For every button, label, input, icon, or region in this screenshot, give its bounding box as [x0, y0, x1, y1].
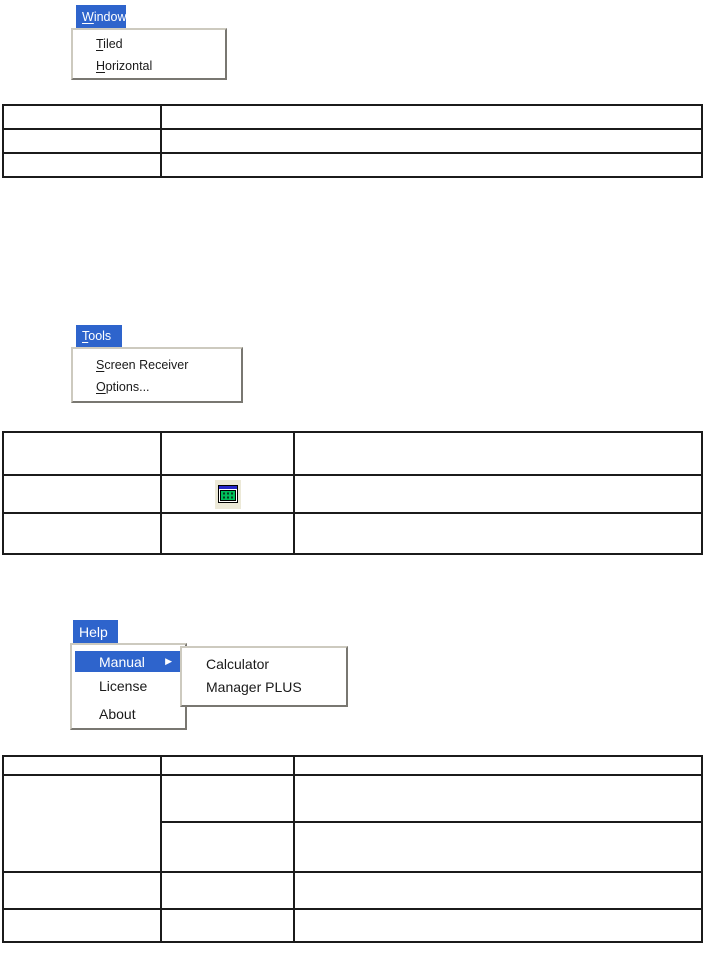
menu-item-manager-plus: Manager PLUS [206, 679, 302, 695]
table-row [2, 774, 703, 873]
submenu-arrow-icon: ▶ [165, 656, 172, 666]
menu-item-tiled: Tiled [96, 37, 123, 51]
cell [160, 474, 295, 514]
cell [293, 774, 703, 823]
table-row [3, 821, 703, 873]
cell [160, 821, 295, 873]
cell [293, 908, 703, 943]
cell [293, 821, 703, 873]
table-row [2, 871, 703, 910]
cell [160, 755, 295, 776]
cell [2, 128, 162, 154]
menu-item-options: Options... [96, 380, 150, 394]
cell [160, 128, 703, 154]
cell [160, 104, 703, 130]
cell [160, 431, 295, 476]
table-row [2, 755, 703, 776]
window-menu-tab: Window [76, 5, 126, 28]
cell [2, 908, 162, 943]
menu-item-about: About [99, 706, 136, 722]
cell [2, 512, 162, 555]
tools-menu-dropdown: Screen Receiver Options... [71, 347, 243, 403]
cell [2, 104, 162, 130]
window-menu-table [2, 104, 703, 178]
table-row [2, 512, 703, 555]
cell [160, 152, 703, 178]
table-row [2, 152, 703, 178]
cell [160, 871, 295, 910]
cell [293, 755, 703, 776]
cell [2, 474, 162, 514]
screen-receiver-icon [214, 479, 241, 509]
tools-menu-table [2, 431, 703, 555]
tools-menu-tab: Tools [76, 325, 122, 347]
cell [160, 908, 295, 943]
help-menu-table [2, 755, 703, 943]
cell [293, 431, 703, 476]
menu-item-manual: Manual ▶ [75, 651, 180, 672]
cell [2, 755, 162, 776]
menu-item-horizontal: Horizontal [96, 59, 153, 73]
menu-item-screen-receiver: Screen Receiver [96, 358, 189, 372]
window-menu-tab-label: Window [82, 9, 127, 24]
cell [2, 152, 162, 178]
table-row [2, 128, 703, 154]
table-row [2, 104, 703, 130]
tools-menu-tab-label: Tools [82, 329, 112, 343]
cell [293, 474, 703, 514]
menu-item-license: License [99, 678, 148, 694]
table-row [2, 431, 703, 476]
cell [160, 512, 295, 555]
help-menu-tab-label: Help [79, 623, 108, 640]
window-menu-dropdown: Tiled Horizontal [71, 28, 227, 80]
cell [293, 512, 703, 555]
cell [293, 871, 703, 910]
table-row [2, 474, 703, 514]
manual-submenu: Calculator Manager PLUS [180, 646, 348, 707]
cell [2, 431, 162, 476]
help-menu-tab: Help [73, 620, 118, 643]
cell [160, 774, 295, 823]
merged-cell [2, 774, 162, 873]
table-row [2, 908, 703, 943]
help-menu-dropdown: Manual ▶ License About [70, 643, 187, 730]
cell [2, 871, 162, 910]
menu-item-calculator: Calculator [206, 656, 270, 672]
